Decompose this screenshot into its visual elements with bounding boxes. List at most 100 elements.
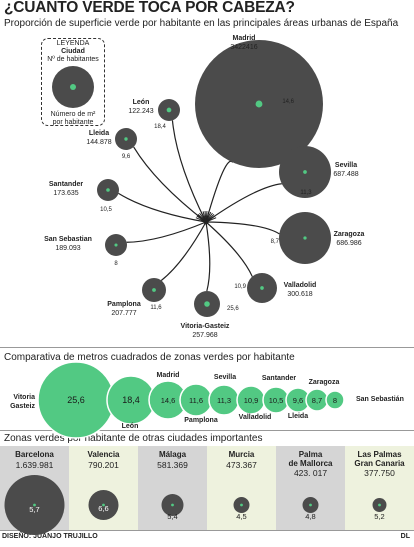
connector-zaragoza	[205, 221, 280, 235]
other-population-malaga: 581.369	[157, 460, 188, 470]
city-population-leon: 122.243	[128, 108, 153, 115]
green-dot-leon	[166, 107, 172, 113]
city-name-sevilla: Sevilla	[335, 162, 357, 169]
city-population-san-sebastian: 189.093	[55, 245, 80, 252]
other-population-murcia: 473.367	[226, 460, 257, 470]
compare-name-sevilla: Sevilla	[214, 374, 236, 381]
other-population-las-palmas-gran-canaria: 377.750	[364, 468, 395, 478]
compare-value-madrid: 14,6	[161, 396, 176, 405]
city-population-valladolid: 300.618	[287, 291, 312, 298]
compare-name-pamplona: Pamplona	[184, 417, 218, 424]
city-population-madrid: 3422416	[230, 44, 257, 51]
city-population-sevilla: 687.488	[333, 171, 358, 178]
page-subtitle: Proporción de superficie verde por habit…	[4, 18, 399, 29]
other-population-palma-de-mallorca: 423. 017	[294, 468, 327, 478]
city-population-zaragoza: 686.986	[336, 240, 361, 247]
other-dot-malaga	[171, 503, 174, 507]
city-m2-sevilla: 11,3	[300, 190, 312, 196]
city-population-vitoria-gasteiz: 257.968	[192, 332, 217, 339]
compare-value-santander: 10,5	[269, 396, 284, 405]
city-name-santander: Santander	[49, 181, 84, 188]
hub-center	[203, 219, 209, 225]
connector-santander	[118, 192, 207, 223]
other-dot-murcia	[240, 503, 243, 507]
connector-lleida	[133, 146, 207, 223]
city-m2-leon: 18,4	[154, 124, 166, 130]
connector-leon	[171, 120, 207, 223]
compare-value-leon: 18,4	[122, 395, 140, 405]
connector-valladolid	[205, 221, 253, 277]
divider	[0, 530, 414, 531]
other-name-murcia: Murcia	[229, 450, 255, 459]
compare-name-madrid: Madrid	[157, 372, 180, 379]
green-dot-san-sebastian	[114, 243, 118, 247]
green-dot-madrid	[255, 100, 263, 108]
compare-value-sevilla: 11,3	[217, 396, 231, 405]
compare-name-vitoria-gasteiz: Gasteiz	[10, 403, 35, 410]
city-name-leon: León	[133, 99, 150, 106]
other-population-barcelona: 1.639.981	[16, 460, 54, 470]
connector-san-sebastian	[126, 221, 207, 243]
city-name-san-sebastian: San Sebastian	[44, 236, 92, 243]
city-m2-san-sebastian: 8	[114, 261, 118, 267]
legend-city: Ciudad	[61, 48, 85, 55]
divider	[0, 430, 414, 431]
connector-pamplona	[160, 221, 207, 281]
city-name-valladolid: Valladolid	[284, 282, 317, 289]
city-m2-zaragoza: 8,7	[271, 239, 280, 245]
city-m2-vitoria-gasteiz: 25,6	[227, 306, 239, 312]
compare-value-zaragoza: 8,7	[312, 396, 322, 405]
compare-value-pamplona: 11,6	[189, 396, 203, 405]
connector-sevilla	[205, 183, 282, 223]
compare-name-vitoria-gasteiz: Vitoria	[13, 394, 35, 401]
city-panel-murcia	[207, 446, 276, 530]
section2-title: Comparativa de metros cuadrados de zonas…	[4, 352, 295, 363]
city-m2-santander: 10,5	[100, 207, 112, 213]
legend-population: Nº de habitantes	[47, 56, 99, 63]
other-name-las-palmas-gran-canaria: Gran Canaria	[354, 459, 405, 468]
divider	[0, 347, 414, 348]
green-dot-sevilla	[303, 170, 307, 174]
city-population-pamplona: 207.777	[111, 310, 136, 317]
other-population-valencia: 790.201	[88, 460, 119, 470]
legend-box: LEYENDA Ciudad Nº de habitantes Número d…	[41, 38, 105, 126]
green-dot-valladolid	[260, 286, 264, 290]
compare-value-lleida: 9,6	[293, 396, 303, 405]
city-population-santander: 173.635	[53, 190, 78, 197]
green-dot-vitoria-gasteiz	[204, 301, 210, 307]
green-dot-santander	[106, 188, 110, 192]
city-m2-valladolid: 10,9	[234, 284, 246, 290]
compare-bubble-san-sebastian	[325, 390, 345, 410]
compare-name-san-sebastian: San Sebastián	[356, 396, 404, 403]
other-dot-palma-de-mallorca	[309, 503, 312, 507]
other-dot-barcelona	[33, 503, 36, 507]
other-name-malaga: Málaga	[159, 450, 187, 459]
other-dot-valencia	[102, 503, 105, 507]
other-m2-valencia: 6,6	[98, 504, 108, 513]
compare-name-zaragoza: Zaragoza	[309, 379, 340, 386]
design-credit: DISEÑO: JUANJO TRUJILLO	[2, 533, 98, 540]
city-name-zaragoza: Zaragoza	[334, 231, 365, 238]
other-dot-las-palmas-gran-canaria	[378, 503, 381, 507]
legend-m2-line2: por habitante	[52, 119, 94, 126]
city-name-pamplona: Pamplona	[107, 301, 141, 308]
other-name-palma-de-mallorca: de Mallorca	[288, 459, 333, 468]
compare-value-valladolid: 10,9	[244, 396, 259, 405]
compare-value-vitoria-gasteiz: 25,6	[67, 395, 85, 405]
legend-circle	[52, 66, 94, 108]
compare-name-santander: Santander	[262, 375, 297, 382]
legend-heading: LEYENDA	[56, 40, 90, 47]
other-name-barcelona: Barcelona	[15, 450, 54, 459]
city-panel-las-palmas-gran-canaria	[345, 446, 414, 530]
compare-name-lleida: Lleida	[288, 413, 308, 420]
green-dot-zaragoza	[303, 236, 307, 240]
legend-dot	[70, 84, 76, 90]
connector-vitoria-gasteiz	[205, 221, 211, 292]
city-m2-lleida: 9,6	[122, 154, 131, 160]
page-title: ¿CUÁNTO VERDE TOCA POR CABEZA?	[4, 0, 295, 16]
city-population-lleida: 144.878	[86, 139, 111, 146]
city-panel-palma-de-mallorca	[276, 446, 345, 530]
legend-m2-line1: Número de m²	[50, 111, 96, 118]
other-m2-las-palmas-gran-canaria: 5,2	[374, 512, 384, 521]
other-name-las-palmas-gran-canaria: Las Palmas	[357, 450, 402, 459]
